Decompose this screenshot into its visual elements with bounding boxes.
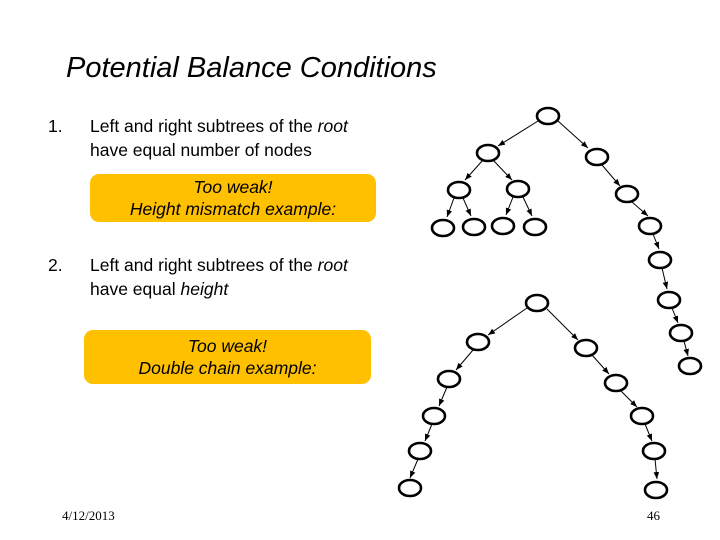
tree-node	[643, 480, 669, 500]
callout-line: Double chain example:	[138, 358, 317, 378]
double-chain-tree	[397, 293, 669, 500]
tree-edge	[652, 233, 660, 250]
tree-edge	[438, 386, 448, 407]
tree-edge	[671, 307, 679, 324]
tree-node	[573, 338, 599, 358]
item-text-plain: have equal number of nodes	[90, 140, 312, 160]
tree-edge	[446, 197, 455, 218]
item-number: 2.	[48, 255, 63, 275]
tree-node	[397, 478, 423, 498]
item-text-italic: root	[317, 116, 348, 136]
tree-node	[647, 250, 673, 270]
tree-edge	[409, 458, 419, 479]
tree-edge	[557, 120, 589, 149]
tree-edge	[424, 423, 433, 442]
tree-node	[490, 216, 516, 236]
tree-node	[584, 147, 610, 167]
tree-node	[436, 369, 462, 389]
tree-node	[430, 218, 456, 238]
tree-edge	[522, 196, 533, 217]
tree-node	[677, 356, 703, 376]
tree-node	[407, 441, 433, 461]
tree-node	[461, 217, 487, 237]
height-mismatch-tree	[430, 106, 703, 376]
tree-edge	[455, 349, 474, 371]
page-number: 46	[647, 508, 660, 523]
item-text-italic: root	[317, 255, 348, 275]
tree-node	[614, 184, 640, 204]
tree-edge	[653, 458, 660, 480]
tree-node	[505, 179, 531, 199]
tree-node	[535, 106, 561, 126]
tree-edge	[546, 308, 579, 341]
callout-double-chain: Too weak! Double chain example:	[84, 330, 371, 384]
callout-line: Height mismatch example:	[129, 199, 337, 219]
tree-node	[446, 180, 472, 200]
tree-edge	[497, 120, 539, 147]
item-number: 1.	[48, 116, 63, 136]
tree-edge	[462, 197, 472, 217]
tree-edge	[683, 340, 689, 357]
item-text: Left and right subtrees of the root have…	[90, 253, 395, 301]
item-line: Left and right subtrees of the root	[90, 114, 395, 138]
tree-edge	[661, 267, 669, 290]
tree-node	[524, 293, 550, 313]
callout-line: Too weak!	[187, 336, 268, 356]
tree-edge	[492, 159, 513, 181]
tree-edge	[464, 159, 484, 181]
item-text-italic: height	[180, 279, 229, 299]
callout-height-mismatch: Too weak! Height mismatch example:	[90, 174, 376, 222]
item-text-plain: Left and right subtrees of the	[90, 255, 318, 275]
tree-node	[522, 217, 548, 237]
item-text-plain: have equal	[90, 279, 181, 299]
item-text: Left and right subtrees of the root have…	[90, 114, 395, 162]
tree-node	[603, 373, 629, 393]
item-line: have equal number of nodes	[90, 138, 395, 162]
callout-line: Too weak!	[193, 177, 273, 197]
tree-edge	[505, 196, 514, 216]
tree-node	[465, 332, 491, 352]
tree-edge	[601, 164, 621, 187]
slide-title: Potential Balance Conditions	[66, 52, 437, 84]
tree-node	[637, 216, 663, 236]
tree-node	[475, 143, 501, 163]
item-line: have equal height	[90, 277, 395, 301]
tree-node	[656, 290, 682, 310]
tree-edge	[620, 390, 638, 408]
tree-node	[668, 323, 694, 343]
tree-node	[629, 406, 655, 426]
item-text-plain: Left and right subtrees of the	[90, 116, 318, 136]
tree-node	[641, 441, 667, 461]
tree-edge	[644, 423, 653, 442]
tree-node	[421, 406, 447, 426]
footer-date: 4/12/2013	[62, 508, 115, 523]
tree-edge	[631, 201, 649, 217]
item-line: Left and right subtrees of the root	[90, 253, 395, 277]
tree-edge	[487, 307, 528, 336]
tree-edge	[591, 354, 610, 375]
